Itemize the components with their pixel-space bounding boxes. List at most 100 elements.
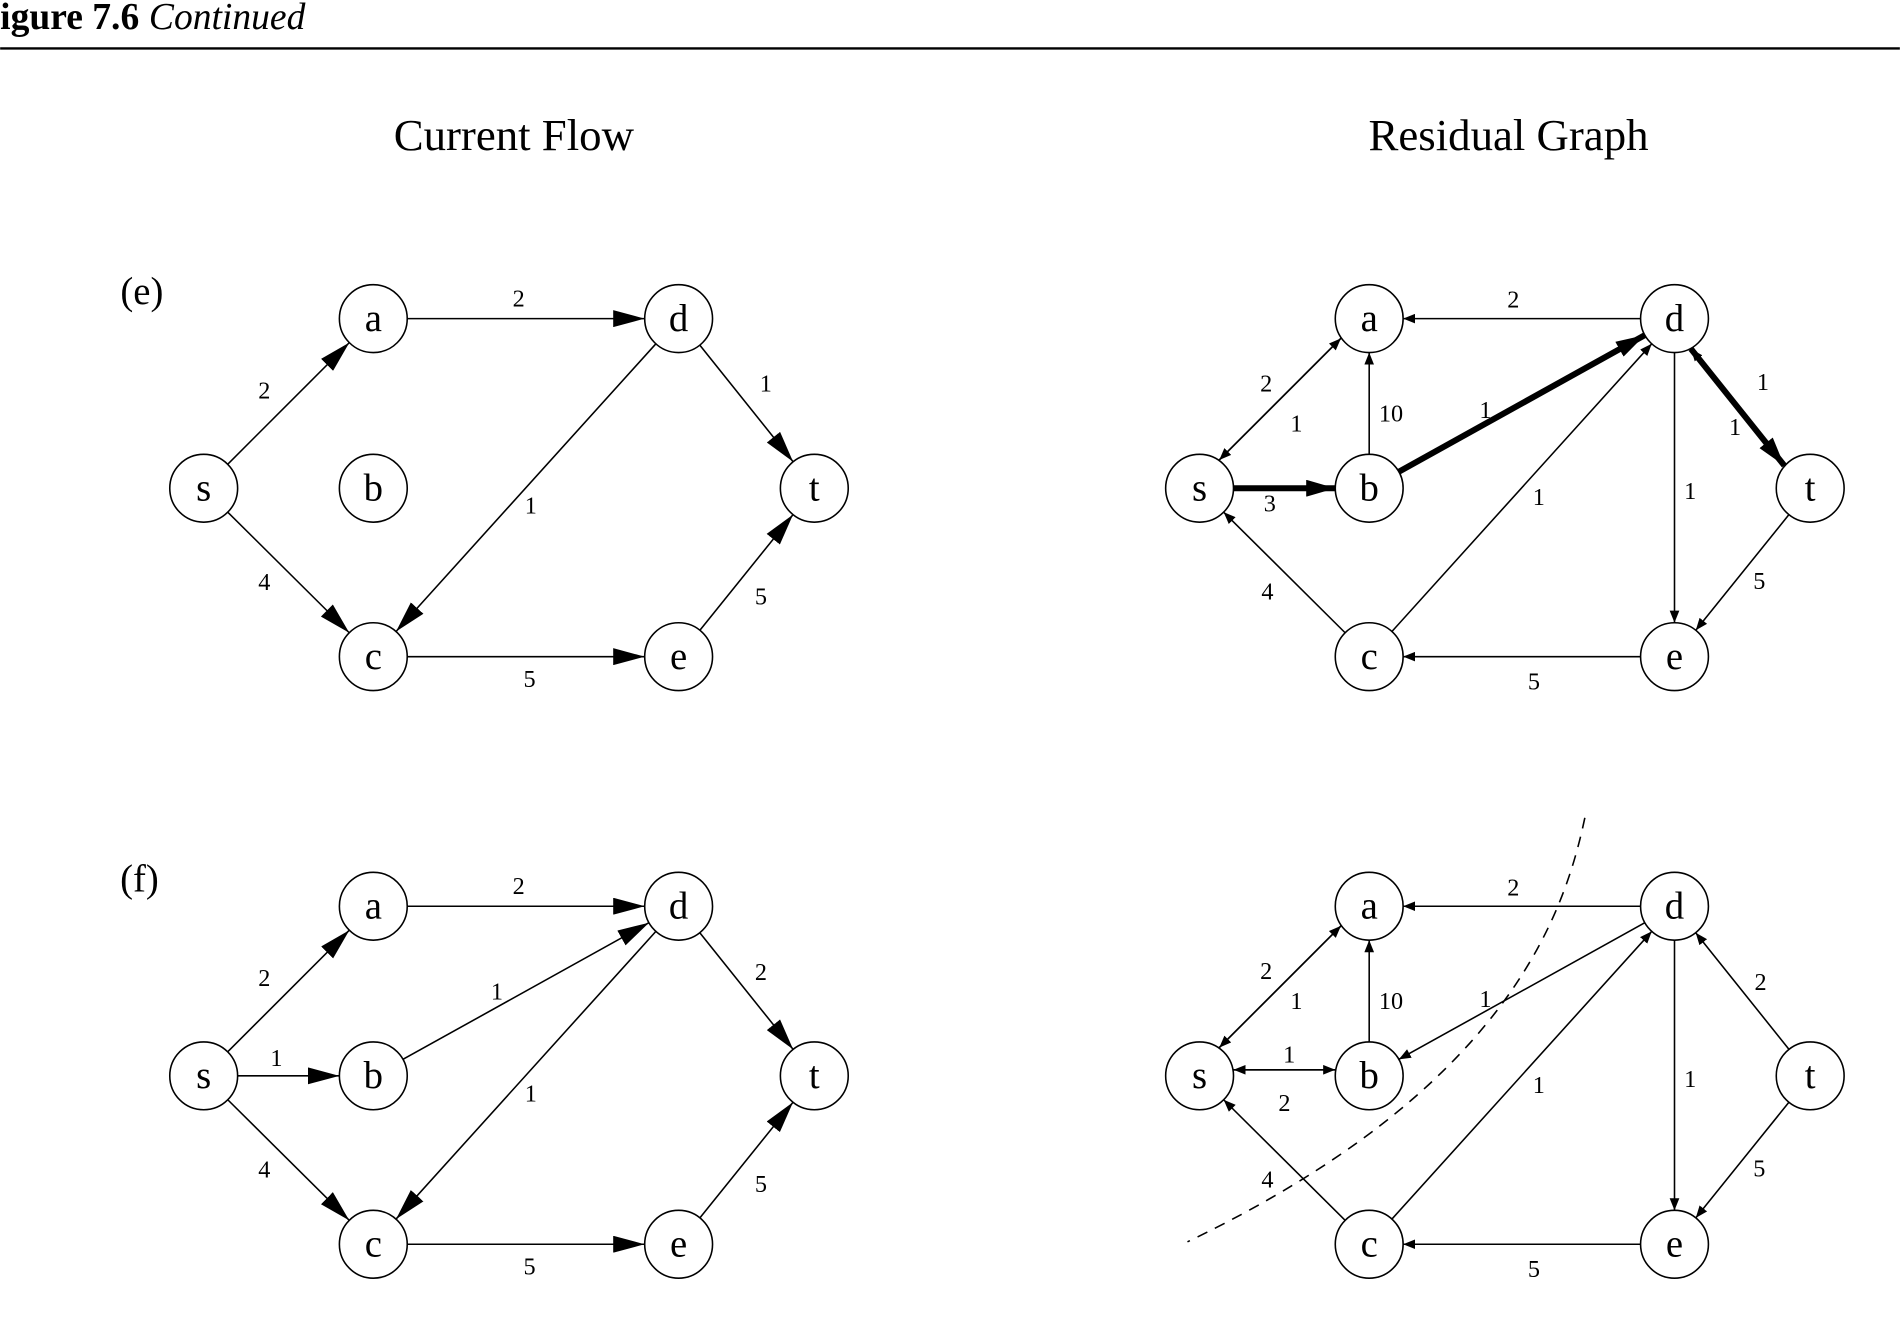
node-a: a: [338, 283, 409, 354]
edge-s-to-a: [227, 929, 350, 1053]
edge-label-d-t: 1: [1757, 369, 1769, 396]
node-e: e: [643, 621, 714, 692]
node-s: s: [1164, 1041, 1235, 1111]
node-a: a: [338, 871, 409, 941]
edge-label-s-a: 2: [258, 965, 270, 992]
node-circle: [1775, 453, 1845, 523]
node-label: b: [1360, 1054, 1379, 1097]
edge-label-c-d: 1: [1533, 1072, 1545, 1099]
edge-label-t-e: 5: [1753, 568, 1765, 595]
node-label: s: [1192, 466, 1207, 509]
node-label: c: [365, 635, 382, 678]
node-circle: [338, 1041, 409, 1111]
node-d: d: [1639, 871, 1710, 941]
edge-e-to-t: [699, 514, 794, 631]
edge-c-to-d: [1391, 930, 1653, 1220]
edge-d-to-b: [1398, 922, 1646, 1061]
min-cut-dashed-line: [1187, 817, 1586, 1243]
edge-d-to-c: [395, 343, 657, 633]
edge-label-s-b: 1: [270, 1045, 282, 1072]
node-d: d: [643, 871, 714, 941]
edge-c-to-d: [1391, 343, 1653, 633]
edge-label-d-e: 1: [1684, 478, 1696, 505]
node-circle: [1334, 621, 1404, 692]
node-label: t: [1805, 466, 1816, 509]
edge-d-to-t: [699, 932, 794, 1050]
node-label: c: [1361, 635, 1378, 678]
node-circle: [1639, 1209, 1710, 1279]
node-circle: [338, 621, 409, 692]
edge-label-b-s: 1: [1283, 1042, 1295, 1069]
node-label: d: [669, 297, 688, 340]
edge-t-to-e: [1695, 1101, 1790, 1219]
node-label: e: [1666, 1222, 1683, 1265]
node-d: d: [1639, 283, 1710, 354]
edge-label-s-a: 2: [258, 378, 270, 405]
node-label: d: [1665, 297, 1684, 340]
node-label: b: [1360, 466, 1379, 509]
node-circle: [338, 283, 409, 354]
edge-s-to-a: [227, 342, 350, 465]
edge-label-s-c: 4: [258, 1157, 270, 1184]
node-t: t: [1775, 1041, 1845, 1111]
node-circle: [168, 453, 239, 523]
edge-label-d-t: 1: [760, 370, 772, 397]
node-e: e: [1639, 621, 1710, 692]
node-circle: [643, 1209, 714, 1279]
edge-d-to-c: [395, 930, 657, 1220]
node-circle: [1639, 621, 1710, 692]
edge-label-e-c: 5: [1528, 1256, 1540, 1283]
node-label: e: [670, 635, 687, 678]
node-label: b: [364, 1054, 383, 1097]
node-b: b: [338, 453, 409, 523]
figure-number: igure 7.6: [0, 0, 139, 38]
node-label: s: [1192, 1054, 1207, 1097]
node-circle: [338, 453, 409, 523]
edge-label-b-a: 10: [1379, 401, 1403, 428]
edge-label-s-b: 3: [1264, 490, 1276, 517]
edge-label-d-a: 2: [1507, 287, 1519, 314]
node-circle: [1334, 453, 1404, 523]
node-circle: [1334, 871, 1404, 941]
node-c: c: [1334, 1209, 1404, 1279]
edge-label-b-d: 1: [1479, 397, 1491, 424]
edge-e-to-t: [699, 1101, 794, 1219]
edge-label-c-d: 1: [1533, 484, 1545, 511]
edge-label-a-d: 2: [513, 286, 525, 313]
edge-label-t-d: 2: [1754, 969, 1766, 996]
node-circle: [1164, 1041, 1235, 1111]
node-a: a: [1334, 871, 1404, 941]
edge-label-b-d: 1: [491, 979, 503, 1006]
node-circle: [1334, 283, 1404, 354]
node-b: b: [338, 1041, 409, 1111]
node-label: s: [196, 1054, 211, 1097]
edge-t-to-e: [1695, 514, 1790, 631]
node-circle: [643, 283, 714, 354]
node-label: t: [809, 466, 820, 509]
edge-label-b-a: 10: [1379, 988, 1403, 1015]
node-label: d: [1665, 884, 1684, 927]
edge-s-to-a: [1218, 337, 1342, 461]
edge-label-s-b: 2: [1278, 1090, 1290, 1117]
edge-label-c-e: 5: [524, 666, 536, 693]
edge-label-d-c: 1: [525, 493, 537, 520]
edge-label-a-s: 2: [1260, 370, 1272, 397]
edge-label-a-s: 2: [1260, 958, 1272, 985]
edge-label-s-a: 1: [1290, 410, 1302, 437]
edge-label-s-a: 1: [1290, 988, 1302, 1015]
node-c: c: [338, 1209, 409, 1279]
node-circle: [1639, 871, 1710, 941]
edge-s-to-a: [1218, 925, 1342, 1049]
node-s: s: [168, 453, 239, 523]
node-circle: [643, 871, 714, 941]
edge-label-d-t: 2: [755, 959, 767, 986]
node-label: t: [809, 1054, 820, 1097]
node-c: c: [1334, 621, 1404, 692]
edge-b-to-d: [402, 922, 650, 1061]
edge-s-to-c: [227, 511, 350, 634]
